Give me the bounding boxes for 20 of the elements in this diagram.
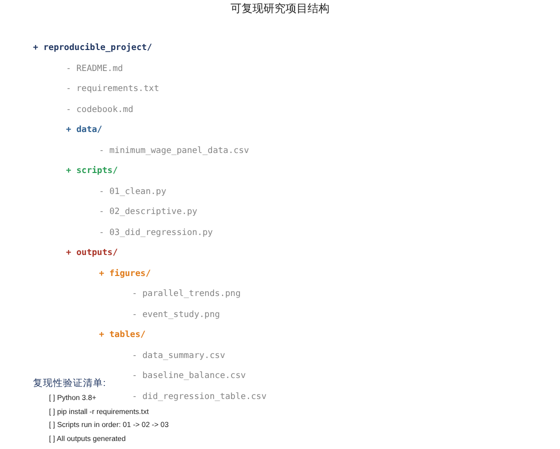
file-name: - 03_did_regression.py xyxy=(99,228,213,238)
diagram-title: 可复现研究项目结构 xyxy=(230,4,330,15)
file-name: - 02_descriptive.py xyxy=(99,208,198,217)
folder-name: + outputs/ xyxy=(66,249,118,258)
file-name: - README.md xyxy=(66,64,123,74)
folder-name: + reproducible_project/ xyxy=(33,44,152,53)
file-name: - 01_clean.py xyxy=(99,188,166,196)
file-name: - data_summary.csv xyxy=(132,352,226,360)
file-name: - minimum_wage_panel_data.csv xyxy=(99,146,250,156)
folder-name: + tables/ xyxy=(99,331,146,340)
file-name: - requirements.txt xyxy=(66,85,160,94)
file-name: - did_regression_table.csv xyxy=(132,392,267,402)
file-name: - baseline_balance.csv xyxy=(132,372,246,381)
folder-name: + data/ xyxy=(66,126,102,135)
file-name: - parallel_trends.png xyxy=(132,290,241,299)
checklist-heading: 复现性验证清单: xyxy=(33,379,106,388)
file-name: - codebook.md xyxy=(66,106,134,114)
file-name: - event_study.png xyxy=(132,310,220,320)
folder-name: + figures/ xyxy=(99,270,151,278)
folder-name: + scripts/ xyxy=(66,167,118,176)
